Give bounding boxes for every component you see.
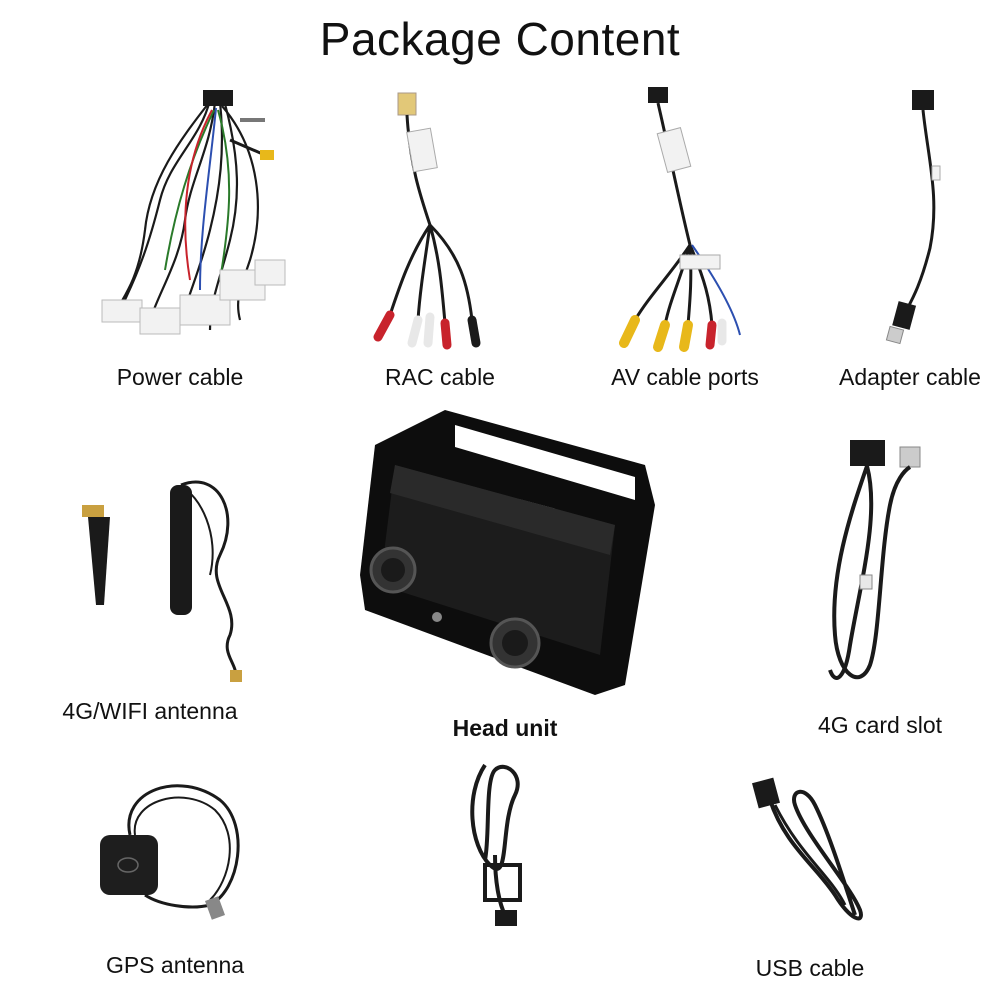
label-rac-cable: RAC cable [385,364,495,390]
item-extension-cable [450,755,550,935]
label-gps-antenna: GPS antenna [105,952,245,978]
gps-antenna-image [100,784,240,920]
adapter-cable-image [885,90,941,345]
label-card-slot: 4G card slot [818,712,942,738]
item-head-unit: Head unit [355,405,665,741]
label-adapter-cable: Adapter cable [839,364,981,390]
item-gps-antenna: GPS antenna [90,780,255,978]
label-usb-cable: USB cable [755,955,865,981]
label-head-unit: Head unit [452,715,558,741]
page-title: Package Content [319,13,681,65]
wifi-antenna-image [82,480,242,682]
av-cable-image [619,87,741,352]
label-av-cable-ports: AV cable ports [611,364,759,390]
item-wifi-antenna: 4G/WIFI antenna [62,475,270,724]
item-adapter-cable: Adapter cable [839,88,981,390]
item-card-slot: 4G card slot [818,435,942,738]
rac-cable-image [373,92,481,350]
item-av-cable-ports: AV cable ports [610,85,760,390]
label-wifi-antenna: 4G/WIFI antenna [62,698,238,724]
head-unit-image [360,410,655,695]
card-slot-image [828,440,921,680]
item-rac-cable: RAC cable [350,85,530,390]
usb-cable-image [752,777,863,921]
label-power-cable: Power cable [116,364,244,390]
item-power-cable: Power cable [90,80,290,390]
extension-cable-image [470,763,522,926]
item-usb-cable: USB cable [745,775,875,981]
power-cable-image [101,90,286,335]
